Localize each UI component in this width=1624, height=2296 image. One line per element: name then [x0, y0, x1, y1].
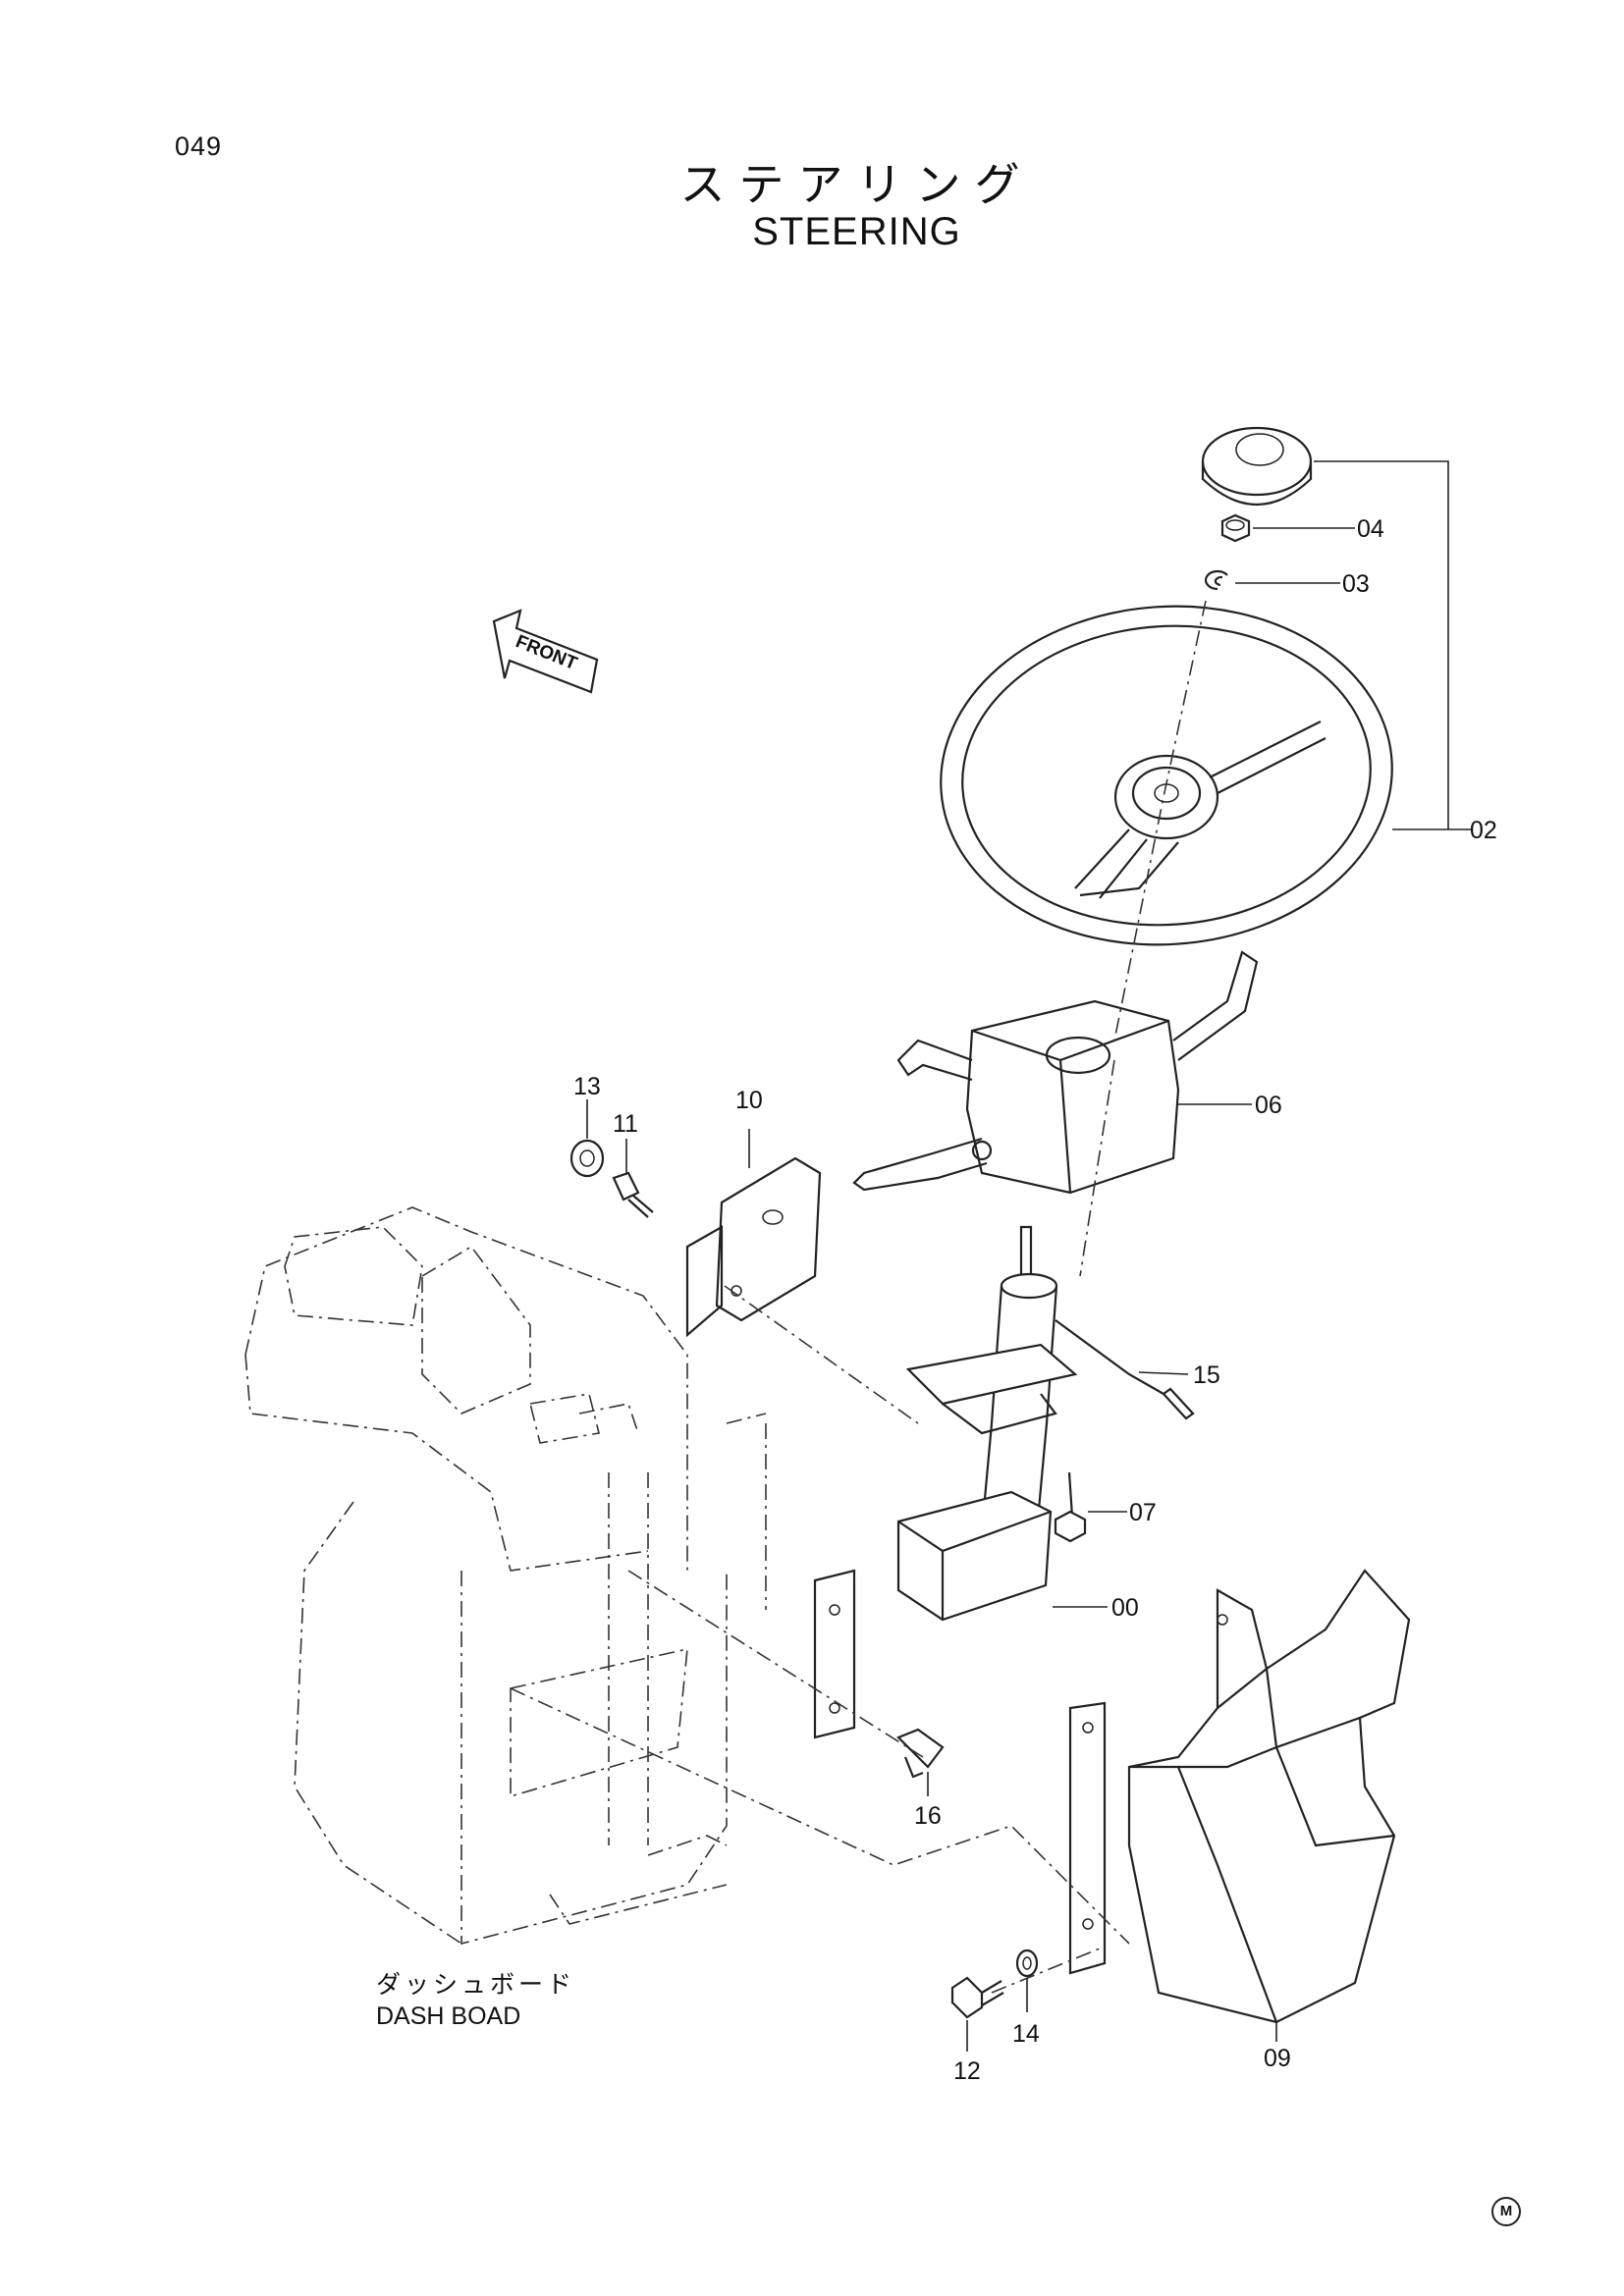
front-arrow: FRONT: [492, 609, 599, 694]
bolt-11: [612, 1171, 654, 1218]
callout-03: 03: [1342, 570, 1370, 598]
title-english: STEERING: [752, 210, 961, 253]
callout-09: 09: [1264, 2045, 1291, 2072]
bolt-07: [1054, 1471, 1087, 1543]
callout-04: 04: [1357, 515, 1384, 543]
bracket-10: [685, 1156, 822, 1338]
steering-wheel: [940, 605, 1393, 946]
callout-16: 16: [914, 1802, 942, 1830]
bolt-16: [896, 1728, 945, 1779]
combination-switch: [852, 950, 1259, 1195]
dash-board-label: ダッシュボード DASH BOAD: [376, 1969, 575, 2032]
horn-cap: [1201, 426, 1313, 507]
callout-07: 07: [1129, 1499, 1157, 1526]
dash-board-label-jp: ダッシュボード: [376, 1970, 576, 1999]
callout-13: 13: [573, 1073, 601, 1100]
callout-02: 02: [1470, 817, 1497, 844]
trademark-m-mark: M: [1491, 2197, 1521, 2226]
centerline-bolt16: [627, 1570, 924, 1758]
nut-04: [1220, 513, 1251, 543]
steering-column: [813, 1225, 1078, 1739]
callout-12: 12: [953, 2057, 981, 2085]
callout-06: 06: [1255, 1092, 1282, 1119]
page-number: 049: [175, 132, 223, 161]
bolt-12: [950, 1976, 1004, 2019]
nut-13: [569, 1139, 605, 1178]
washer-14: [1015, 1949, 1039, 1978]
callout-10: 10: [735, 1087, 763, 1114]
callout-00: 00: [1111, 1594, 1139, 1622]
callout-11: 11: [613, 1110, 638, 1138]
lock-washer-03: [1204, 569, 1228, 591]
centerline-12-14: [991, 1948, 1101, 1994]
leader-15: [1138, 1371, 1189, 1375]
title-japanese: ステアリング: [679, 158, 1034, 211]
callout-14: 14: [1012, 2020, 1040, 2048]
dash-board-phantom: [244, 1206, 767, 1946]
dash-board-label-en: DASH BOAD: [376, 2002, 521, 2030]
centerline-column: [1079, 1059, 1115, 1277]
centerline-bracket: [724, 1285, 919, 1424]
leader-02: [1314, 460, 1473, 830]
cable-15: [1055, 1319, 1195, 1420]
steering-cover-09: [1068, 1569, 1411, 2024]
callout-15: 15: [1193, 1362, 1220, 1389]
centerline-wheel: [1113, 600, 1207, 1041]
